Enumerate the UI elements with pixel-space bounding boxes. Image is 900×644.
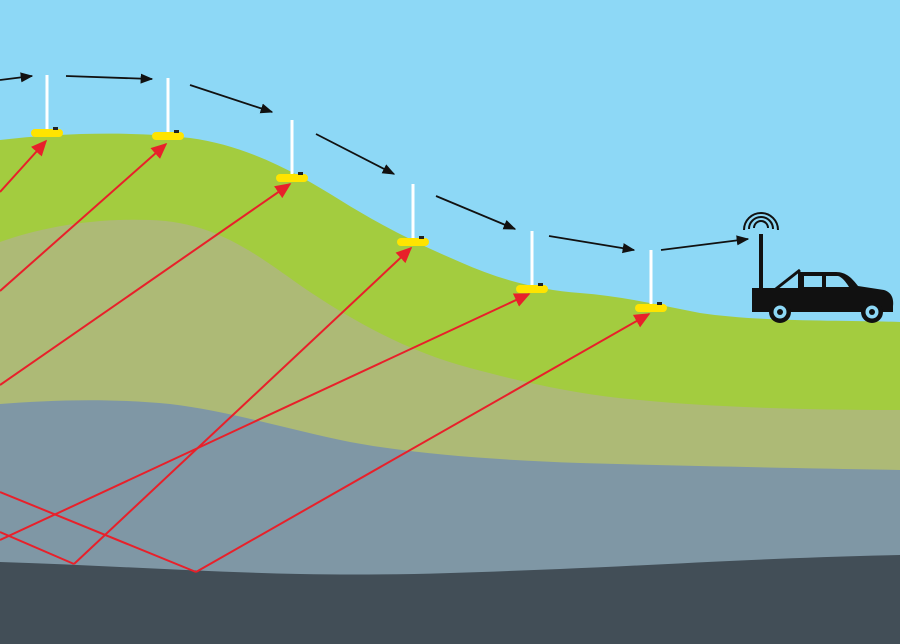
telemetry-arrow [0,72,34,83]
geophone [31,75,63,137]
geophone-body [31,129,63,137]
geophone [635,250,667,312]
geophone-indicator [538,283,543,286]
telemetry-arrow [65,73,154,84]
geophone-antenna [290,120,294,178]
truck-window [826,276,849,287]
ray-segment [0,293,531,541]
truck-wheel [769,301,791,323]
ray-segment [0,142,168,292]
geophone-indicator [174,130,179,133]
truck-body [752,272,894,312]
ray-segment [0,491,197,573]
ray-segment [73,246,413,565]
telemetry-arrow [548,235,636,254]
telemetry-arrows [0,72,750,254]
ray-segment [0,139,48,193]
geophone-indicator [657,302,662,305]
geophone-antenna [411,184,415,242]
seismic-ray-paths [0,139,651,573]
geophone-body [152,132,184,140]
telemetry-arrow [189,84,274,114]
radio-signal-icon [743,212,779,231]
geophone-body [635,304,667,312]
ray-segment [195,313,651,573]
geophone-indicator [419,236,424,239]
geophone-body [276,174,308,182]
geophone-antenna [530,231,534,289]
recording-truck-icon [743,212,894,323]
telemetry-arrow [660,235,750,251]
bedrock-layer [0,555,900,644]
geophone-antenna [166,78,170,136]
geophone [152,78,184,140]
telemetry-arrow [435,195,517,230]
geophone-indicator [53,127,58,130]
geophone [397,184,429,246]
geophone-antenna [649,250,653,308]
geophone [516,231,548,293]
truck-wheel [861,301,883,323]
geophone-body [516,285,548,293]
geophone-antenna [45,75,49,133]
ray-segment [0,183,292,386]
truck-window [804,276,822,287]
geophone-indicator [298,172,303,175]
telemetry-arrow [315,133,396,175]
ray-segment [0,531,75,565]
geophone-body [397,238,429,246]
geophone [276,120,308,182]
truck-antenna-mast [759,234,763,290]
